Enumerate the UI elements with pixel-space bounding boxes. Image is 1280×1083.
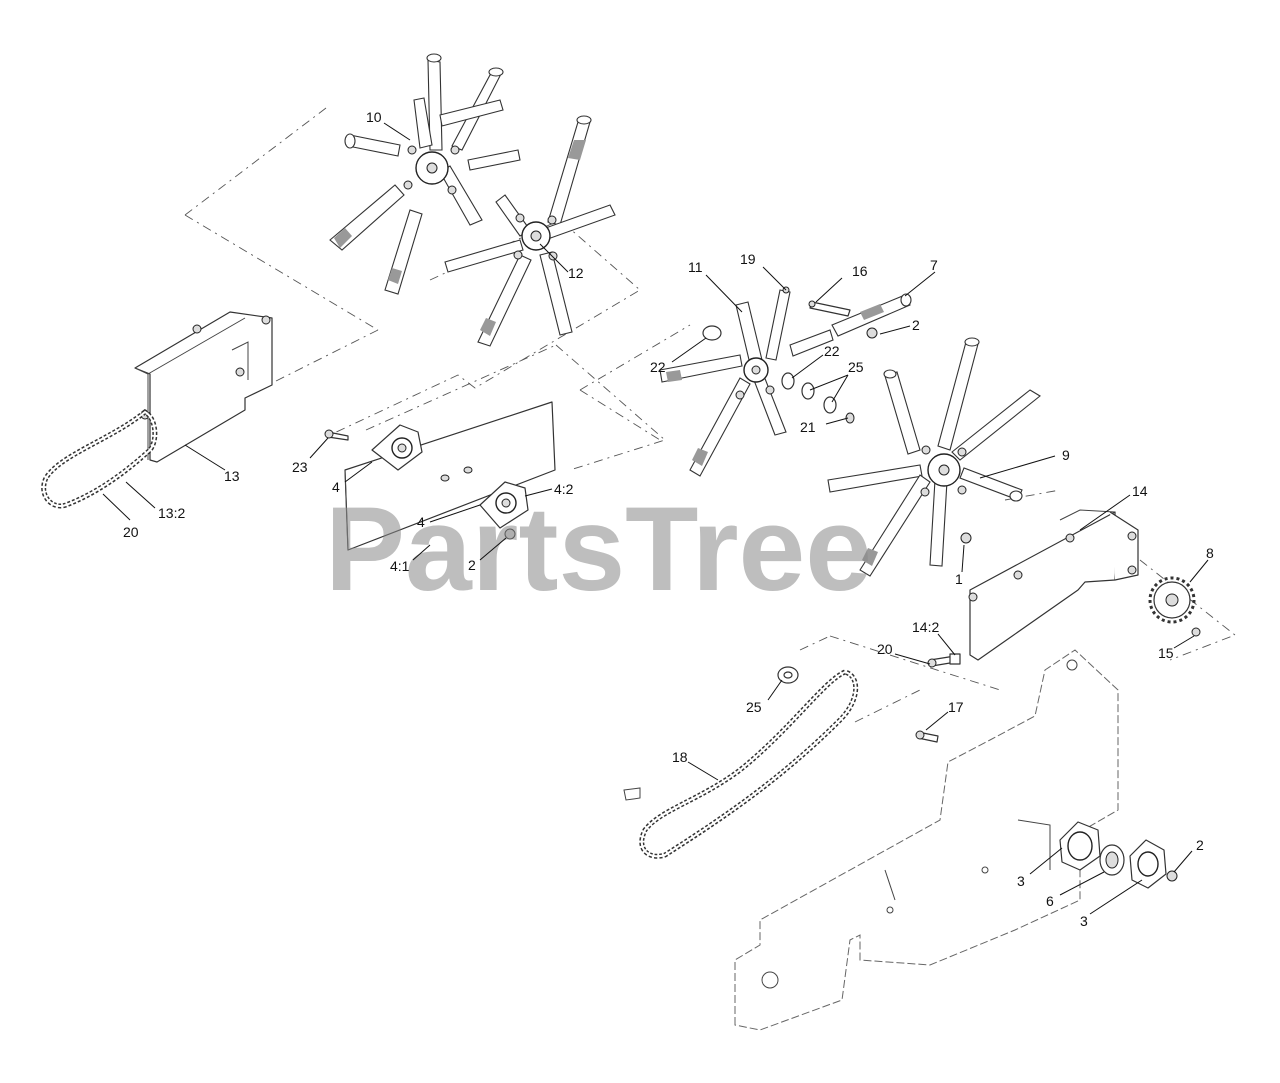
callout-14: 14 (1132, 483, 1148, 499)
callout-4-2: 4:2 (554, 481, 574, 497)
washer-25 (801, 382, 815, 400)
assembly-guides (184, 104, 1236, 723)
bearing-3-6 (1059, 821, 1178, 889)
callout-4-upper: 4 (332, 479, 340, 495)
drive-chain-left (41, 409, 158, 509)
sprocket-8 (1148, 576, 1201, 637)
leader-lines (102, 122, 1209, 915)
washer-25b (823, 396, 837, 414)
drive-chain-18 (623, 669, 859, 859)
tine-rotor-upper (329, 53, 521, 295)
callout-1: 1 (955, 571, 963, 587)
callout-labels: 10 12 11 19 16 7 2 22 22 25 21 9 13 13:2… (123, 109, 1214, 929)
callout-20-left: 20 (123, 524, 139, 540)
callout-4-1: 4:1 (390, 558, 410, 574)
tine-16-7 (808, 293, 912, 339)
washer-hole (783, 671, 793, 679)
callout-2-lower: 2 (1196, 837, 1204, 853)
callout-4-lower: 4 (417, 514, 425, 530)
bearing-mount-bar (344, 401, 556, 551)
callout-11: 11 (688, 259, 703, 275)
callout-7: 7 (930, 257, 938, 273)
callout-17: 17 (948, 699, 964, 715)
watermark-text: PartsTree (325, 482, 872, 616)
washer-22 (781, 372, 795, 390)
callout-21: 21 (800, 419, 816, 435)
callout-16: 16 (852, 263, 868, 279)
callout-2-left: 2 (468, 557, 476, 573)
callout-23: 23 (292, 459, 308, 475)
callout-25-lower: 25 (746, 699, 762, 715)
housing-bolt (192, 324, 202, 334)
callout-19: 19 (740, 251, 756, 267)
callout-14-2: 14:2 (912, 619, 939, 635)
callout-6: 6 (1046, 893, 1054, 909)
housing-bolt (261, 315, 271, 325)
callout-2-upper: 2 (912, 317, 920, 333)
nut-21 (845, 412, 855, 424)
callout-22-right: 22 (824, 343, 840, 359)
housing-bolt (235, 367, 245, 377)
callout-8: 8 (1206, 545, 1214, 561)
flange-bearing-upper (371, 424, 423, 471)
callout-20-right: 20 (877, 641, 893, 657)
callout-22-left: 22 (650, 359, 666, 375)
gearbox-housing-right (968, 509, 1139, 661)
callout-13: 13 (224, 468, 240, 484)
callout-3-left: 3 (1017, 873, 1025, 889)
bolt-17 (915, 730, 939, 743)
callout-9: 9 (1062, 447, 1070, 463)
flange-bearing-lower (479, 481, 529, 540)
bolt-23 (324, 429, 349, 441)
frame-side-plate (734, 649, 1119, 1031)
callout-12: 12 (568, 265, 584, 281)
tine-rotor-right (827, 337, 1041, 577)
bolt-15 (1191, 627, 1201, 637)
tine-rotor-upper-2 (444, 115, 616, 347)
callout-25-upper: 25 (848, 359, 864, 375)
nut-1 (960, 532, 972, 544)
bushing-22 (702, 325, 722, 341)
callout-3-right: 3 (1080, 913, 1088, 929)
callout-10: 10 (366, 109, 382, 125)
tine-rotor-middle (659, 286, 855, 477)
callout-15: 15 (1158, 645, 1174, 661)
bolt-20-spacer-14-2 (927, 653, 961, 668)
callout-18: 18 (672, 749, 688, 765)
callout-13-2: 13:2 (158, 505, 185, 521)
